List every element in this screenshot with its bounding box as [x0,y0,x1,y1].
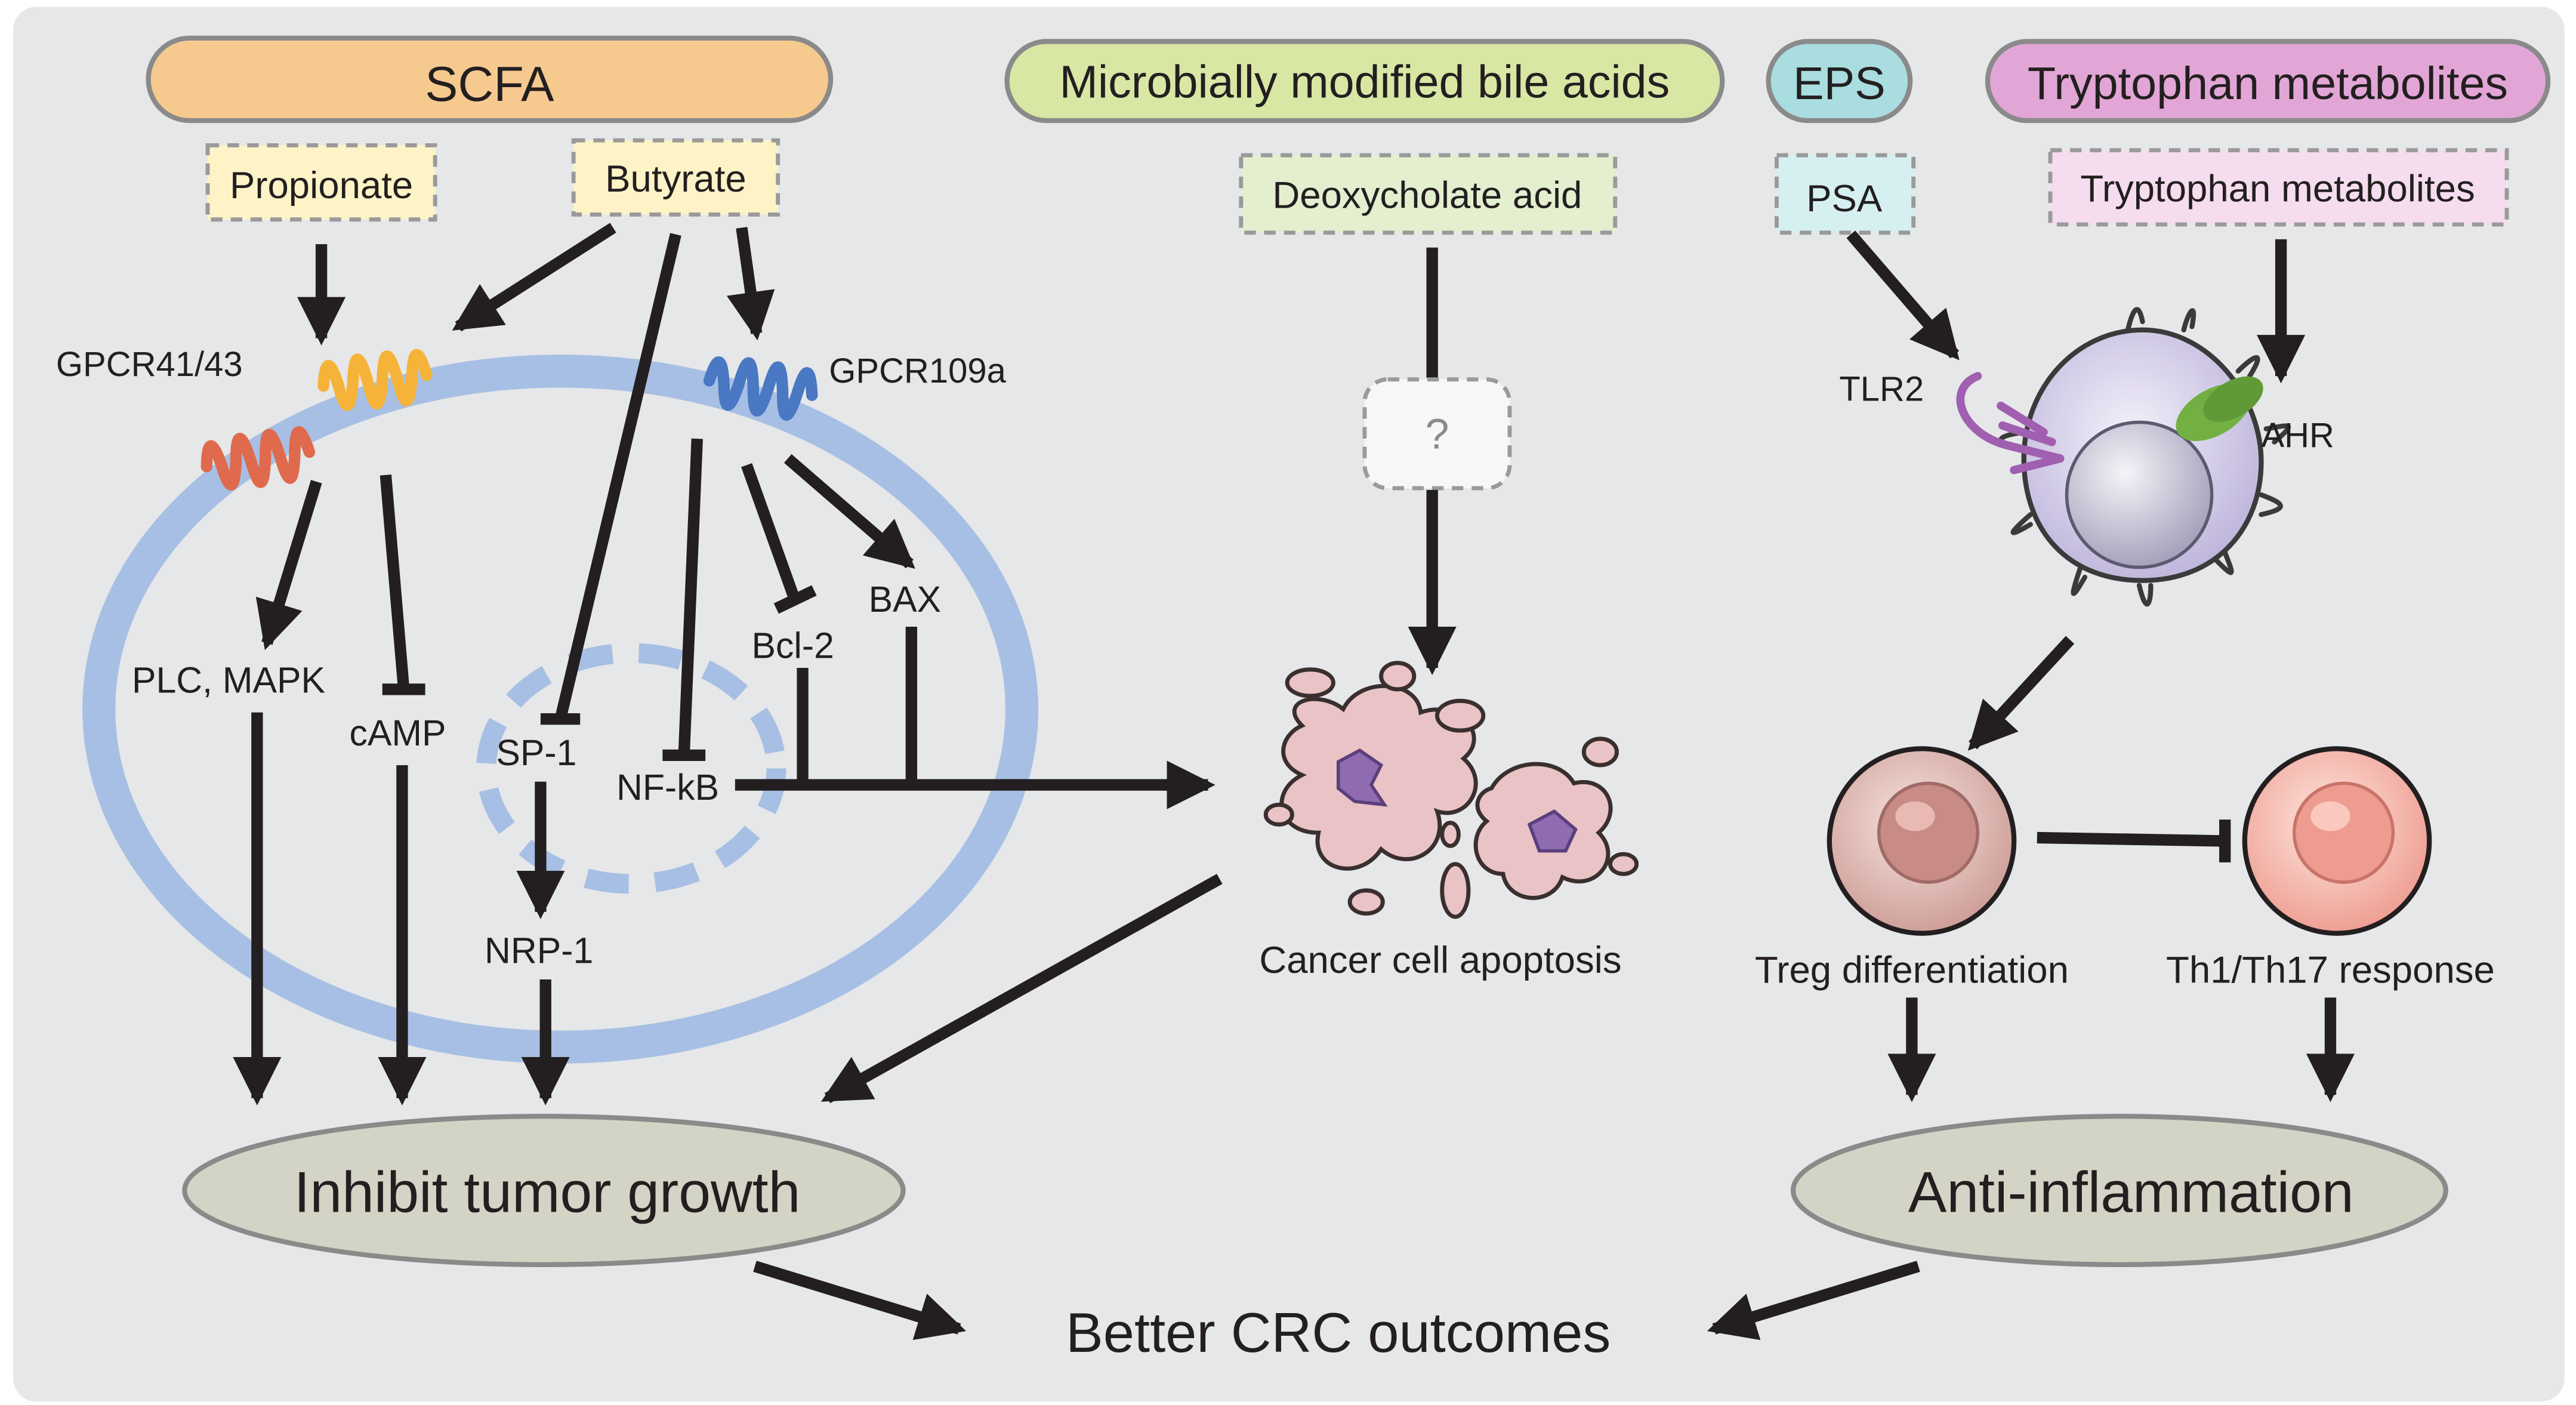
th-response-label: Th1/Th17 response [2166,949,2495,991]
svg-text:PSA: PSA [1806,177,1883,220]
tryptophan-header: Tryptophan metabolites [1985,39,2551,124]
svg-text:Inhibit tumor growth: Inhibit tumor growth [294,1160,801,1224]
bile-acids-header: Microbially modified bile acids [1004,39,1725,124]
tlr2-receptor-icon [1956,372,2065,475]
plc-mapk-label: PLC, MAPK [132,660,325,700]
svg-text:Propionate: Propionate [230,164,413,207]
eps-header: EPS [1766,39,1913,124]
ahr-label: AHR [2261,416,2334,455]
nrp1-label: NRP-1 [485,930,593,970]
tryptophan-metabolites-box: Tryptophan metabolites [2048,148,2509,227]
psa-box: PSA [1774,153,1916,235]
scfa-header: SCFA [146,35,834,124]
gpcr109a-receptor-icon [703,356,818,421]
cell-membrane [82,355,1039,1064]
svg-text:Microbially modified bile acid: Microbially modified bile acids [1059,56,1670,107]
better-crc-outcomes-label: Better CRC outcomes [1066,1301,1611,1364]
svg-text:Tryptophan metabolites: Tryptophan metabolites [2028,58,2508,109]
svg-text:Butyrate: Butyrate [605,158,746,200]
butyrate-box: Butyrate [571,138,780,217]
sp1-label: SP-1 [496,732,576,773]
treg-label: Treg differentiation [1755,949,2069,991]
nfkb-label: NF-kB [616,767,719,808]
nucleus-membrane [476,643,786,894]
ahr-receptor-icon [2176,376,2263,441]
bcl2-label: Bcl-2 [751,625,834,665]
th-cell-icon [2242,746,2432,936]
bax-label: BAX [869,579,942,620]
svg-text:EPS: EPS [1793,58,1886,109]
svg-text:Anti-inflammation: Anti-inflammation [1908,1160,2354,1224]
unknown-mechanism-box: ? [1362,377,1512,491]
svg-text:Tryptophan metabolites: Tryptophan metabolites [2080,167,2475,209]
gpcr41-receptor-icon [200,426,316,491]
deoxycholate-box: Deoxycholate acid [1239,153,1618,235]
tlr2-label: TLR2 [1839,370,1924,409]
treg-cell-icon [1827,746,2017,936]
inhibit-tumor-growth-oval: Inhibit tumor growth [182,1114,906,1267]
propionate-box: Propionate [205,143,437,222]
apoptosis-label: Cancer cell apoptosis [1259,939,1621,981]
camp-label: cAMP [350,713,446,753]
anti-inflammation-oval: Anti-inflammation [1790,1114,2448,1267]
svg-text:?: ? [1425,411,1449,458]
cancer-cells-illustration [1263,661,1639,919]
svg-text:Deoxycholate acid: Deoxycholate acid [1272,174,1582,216]
gpcr109a-label: GPCR109a [829,352,1006,390]
svg-text:SCFA: SCFA [425,56,554,112]
gpcr4143-label: GPCR41/43 [56,345,243,384]
gpcr43-receptor-icon [317,349,433,411]
